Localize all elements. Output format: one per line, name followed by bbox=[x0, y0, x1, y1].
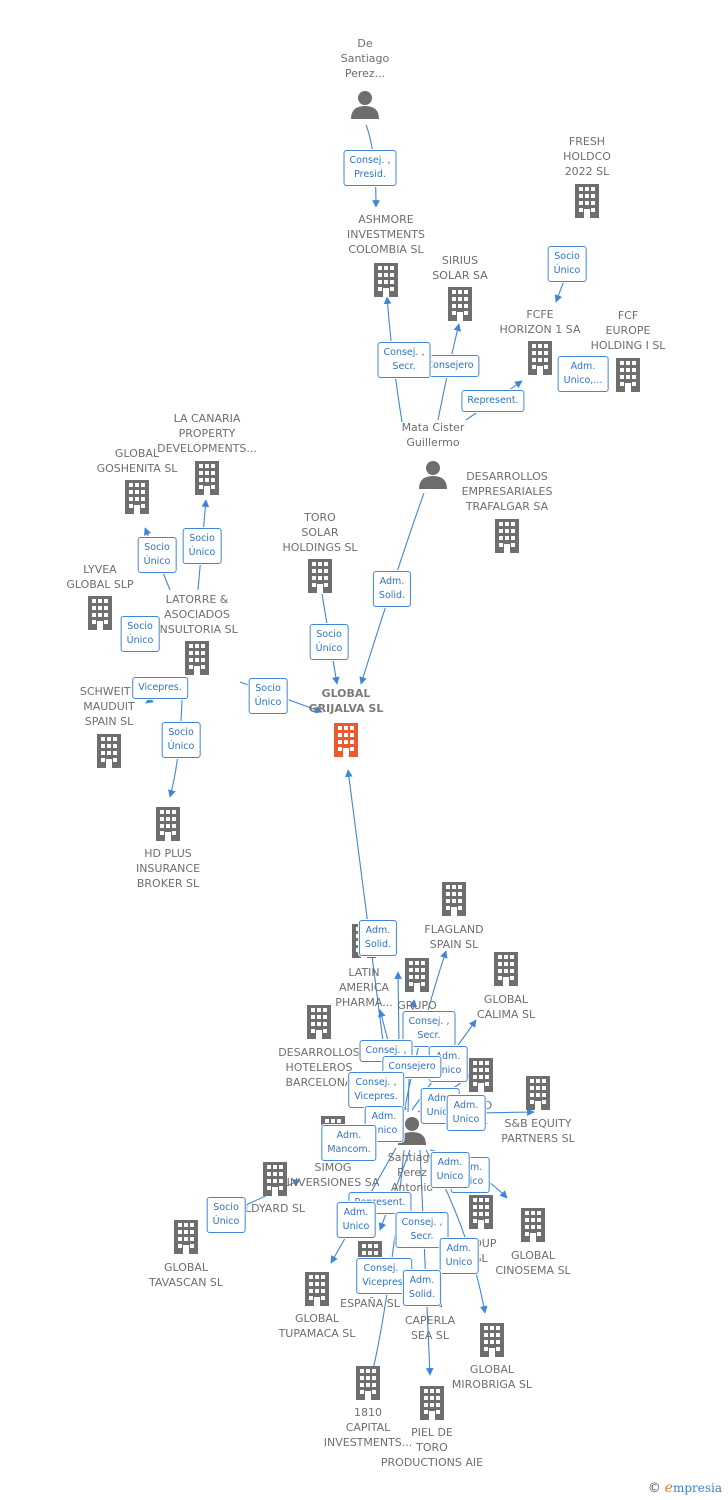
node-label-schweitz[interactable]: SCHWEITZ MAUDUIT SPAIN SL bbox=[79, 685, 139, 728]
relation-badge-b33[interactable]: Adm. Solid. bbox=[402, 1270, 442, 1306]
person-icon-santiago[interactable] bbox=[397, 1115, 427, 1150]
building-icon-hdplus[interactable] bbox=[154, 807, 182, 846]
building-icon-goshenita[interactable] bbox=[123, 480, 151, 519]
building-icon-cinosema[interactable] bbox=[519, 1208, 547, 1247]
building-icon-calima[interactable] bbox=[492, 952, 520, 991]
building-icon-lyvea[interactable] bbox=[86, 596, 114, 635]
node-label-canaria[interactable]: LA CANARIA PROPERTY DEVELOPMENTS... bbox=[157, 412, 257, 455]
node-label-desantiago[interactable]: De Santiago Perez... bbox=[340, 37, 390, 80]
node-label-toro[interactable]: TORO SOLAR HOLDINGS SL bbox=[282, 511, 358, 554]
building-icon-ashmore[interactable] bbox=[372, 263, 400, 302]
building-icon-piel[interactable] bbox=[418, 1386, 446, 1425]
relation-badge-b1[interactable]: Consej. , Presid. bbox=[343, 150, 397, 186]
person-icon-desantiago[interactable] bbox=[350, 89, 380, 124]
relation-badge-b7[interactable]: Adm. Solid. bbox=[372, 571, 412, 607]
relation-badge-b16[interactable]: Consej. , Secr. bbox=[402, 1011, 456, 1047]
relation-badge-b24[interactable]: Adm. Mancom. bbox=[321, 1125, 377, 1161]
building-icon-capital1810[interactable] bbox=[354, 1366, 382, 1405]
building-icon-tavascan[interactable] bbox=[172, 1220, 200, 1259]
node-label-mata[interactable]: Mata Cister Guillermo bbox=[401, 421, 465, 449]
relation-badge-b32[interactable]: Consej. , Vicepres. bbox=[356, 1258, 412, 1294]
copyright-symbol: © bbox=[647, 1481, 661, 1496]
node-label-cinosema[interactable]: GLOBAL CINOSEMA SL bbox=[495, 1249, 571, 1277]
node-label-grijalva[interactable]: GLOBAL GRIJALVA SL bbox=[308, 687, 384, 715]
building-icon-mirobriga[interactable] bbox=[478, 1323, 506, 1362]
node-label-fcfeh[interactable]: FCFE HORIZON 1 SA bbox=[499, 308, 581, 336]
node-label-caperla[interactable]: CAPERLA SEA SL bbox=[404, 1314, 456, 1342]
node-label-tupamaca[interactable]: GLOBAL TUPAMACA SL bbox=[278, 1312, 356, 1340]
building-icon-fresh[interactable] bbox=[573, 184, 601, 223]
edge-28 bbox=[419, 1149, 434, 1376]
building-icon-canaria[interactable] bbox=[193, 461, 221, 500]
node-label-sb[interactable]: S&B EQUITY PARTNERS SL bbox=[501, 1117, 575, 1145]
relation-badge-b4[interactable]: Consej. , Secr. bbox=[377, 342, 431, 378]
node-label-simog[interactable]: SIMOG INVERSIONES SA bbox=[286, 1161, 380, 1189]
building-icon-deshot[interactable] bbox=[305, 1005, 333, 1044]
node-label-mirobriga[interactable]: GLOBAL MIROBRIGA SL bbox=[451, 1363, 533, 1391]
relation-badge-b11[interactable]: Socio Único bbox=[309, 624, 349, 660]
building-icon-toro[interactable] bbox=[306, 559, 334, 598]
node-label-fresh[interactable]: FRESH HOLDCO 2022 SL bbox=[563, 135, 611, 178]
node-label-santiago[interactable]: Santiago Perez Antonio bbox=[387, 1151, 437, 1194]
node-label-hdplus[interactable]: HD PLUS INSURANCE BROKER SL bbox=[135, 847, 201, 890]
node-label-desemp[interactable]: DESARROLLOS EMPRESARIALES TRAFALGAR SA bbox=[461, 470, 553, 513]
building-icon-grijalva[interactable] bbox=[332, 723, 360, 762]
building-icon-fcfeu[interactable] bbox=[614, 358, 642, 397]
relation-badge-b20[interactable]: Consej. , Vicepres. bbox=[348, 1072, 404, 1108]
node-label-latorre[interactable]: LATORRE & ASOCIADOS INSULTORIA SL bbox=[156, 593, 238, 636]
building-icon-sirius[interactable] bbox=[446, 287, 474, 326]
building-icon-flagland[interactable] bbox=[440, 882, 468, 921]
relation-badge-b14[interactable]: Socio Único bbox=[161, 722, 201, 758]
building-icon-group[interactable] bbox=[467, 1195, 495, 1234]
relation-badge-b2[interactable]: Socio Único bbox=[547, 246, 587, 282]
node-label-deshot[interactable]: DESARROLLOS HOTELEROS BARCELONA bbox=[278, 1046, 360, 1089]
node-label-latin[interactable]: LATIN AMERICA PHARMA... bbox=[335, 966, 393, 1009]
edge-27 bbox=[378, 1149, 411, 1231]
building-icon-latorre[interactable] bbox=[183, 641, 211, 680]
relation-badge-b9[interactable]: Socio Único bbox=[182, 528, 222, 564]
building-icon-tupamaca[interactable] bbox=[303, 1272, 331, 1311]
relation-badge-b12[interactable]: Vicepres. bbox=[132, 677, 188, 699]
relation-badge-b30[interactable]: Consej. , Secr. bbox=[395, 1212, 449, 1248]
empresia-watermark: © empresia bbox=[648, 1480, 722, 1496]
relation-badge-b8[interactable]: Socio Único bbox=[137, 537, 177, 573]
building-icon-desemp[interactable] bbox=[493, 519, 521, 558]
node-label-calima[interactable]: GLOBAL CALIMA SL bbox=[476, 993, 536, 1021]
node-label-ashmore[interactable]: ASHMORE INVESTMENTS COLOMBIA SL bbox=[346, 213, 426, 256]
relation-badge-b5[interactable]: Adm. Unico,... bbox=[557, 356, 609, 392]
node-label-ldyard[interactable]: LDYARD SL bbox=[244, 1202, 306, 1215]
node-label-tavascan[interactable]: GLOBAL TAVASCAN SL bbox=[148, 1261, 224, 1289]
node-label-goshenita[interactable]: GLOBAL GOSHENITA SL bbox=[96, 447, 178, 475]
relation-badge-b6[interactable]: Represent. bbox=[461, 390, 525, 412]
relation-badge-b15[interactable]: Adm. Solid. bbox=[358, 920, 398, 956]
brand-initial: e bbox=[664, 1480, 673, 1496]
building-icon-grupobio[interactable] bbox=[403, 958, 431, 997]
building-icon-schweitz[interactable] bbox=[95, 734, 123, 773]
relation-badge-b27[interactable]: Socio Único bbox=[206, 1197, 246, 1233]
node-label-capital1810[interactable]: 1810 CAPITAL INVESTMENTS... bbox=[323, 1406, 413, 1449]
relation-badge-b26[interactable]: Adm. Unico bbox=[430, 1152, 470, 1188]
relation-badge-b10[interactable]: Socio Único bbox=[120, 616, 160, 652]
node-label-sirius[interactable]: SIRIUS SOLAR SA bbox=[432, 254, 488, 282]
relation-badge-b3[interactable]: Consejero bbox=[420, 355, 480, 377]
node-label-fcfeu[interactable]: FCF EUROPE HOLDING I SL bbox=[590, 309, 666, 352]
relation-badge-b29[interactable]: Adm. Unico bbox=[336, 1202, 376, 1238]
relation-badge-b13[interactable]: Socio Único bbox=[248, 678, 288, 714]
relation-badge-b31[interactable]: Adm. Unico bbox=[439, 1238, 479, 1274]
brand-text: mpresia bbox=[672, 1481, 722, 1495]
node-label-piel[interactable]: PIEL DE TORO PRODUCTIONS AIE bbox=[380, 1426, 484, 1469]
person-icon-mata[interactable] bbox=[418, 459, 448, 494]
node-label-flagland[interactable]: FLAGLAND SPAIN SL bbox=[424, 923, 484, 951]
node-label-lyvea[interactable]: LYVEA GLOBAL SLP bbox=[66, 563, 134, 591]
building-icon-fcfeh[interactable] bbox=[526, 341, 554, 380]
building-icon-ldyard[interactable] bbox=[261, 1162, 289, 1201]
building-icon-sb[interactable] bbox=[524, 1076, 552, 1115]
building-icon-teo[interactable] bbox=[467, 1058, 495, 1097]
relation-badge-b22[interactable]: Adm. Unico bbox=[446, 1095, 486, 1131]
